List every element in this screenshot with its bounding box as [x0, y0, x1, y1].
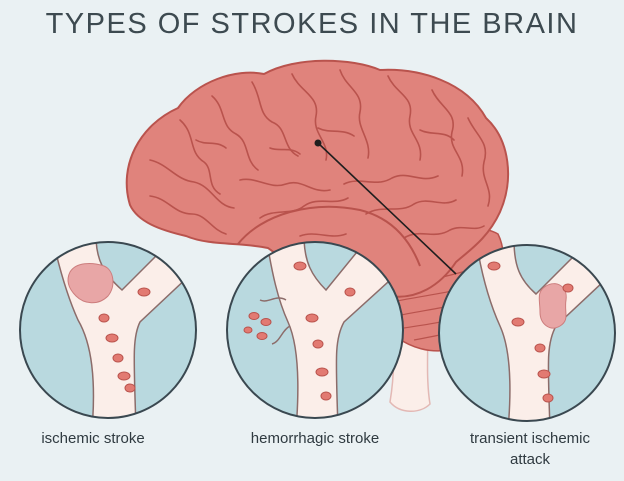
transient-ischemic-attack-label-line1: transient ischemic	[469, 430, 591, 447]
hemorrhagic-stroke-circle	[226, 241, 404, 419]
ischemic-stroke-label: ischemic stroke	[41, 430, 145, 447]
ischemic-stroke-circle	[19, 241, 197, 419]
transient-ischemic-attack-circle	[438, 244, 616, 422]
diagram-title: TYPES OF STROKES IN THE BRAIN	[45, 8, 579, 40]
pointer-dot	[314, 139, 322, 147]
clot	[538, 283, 567, 329]
hemorrhagic-stroke-label: hemorrhagic stroke	[250, 430, 380, 447]
clot	[67, 263, 114, 304]
brain-gyri	[149, 69, 491, 239]
transient-ischemic-attack-label-line2: attack	[509, 451, 551, 468]
pointer-line	[317, 142, 457, 275]
transient-ischemic-attack-label: transient ischemic attack	[455, 428, 605, 470]
cerebrum	[125, 59, 510, 298]
